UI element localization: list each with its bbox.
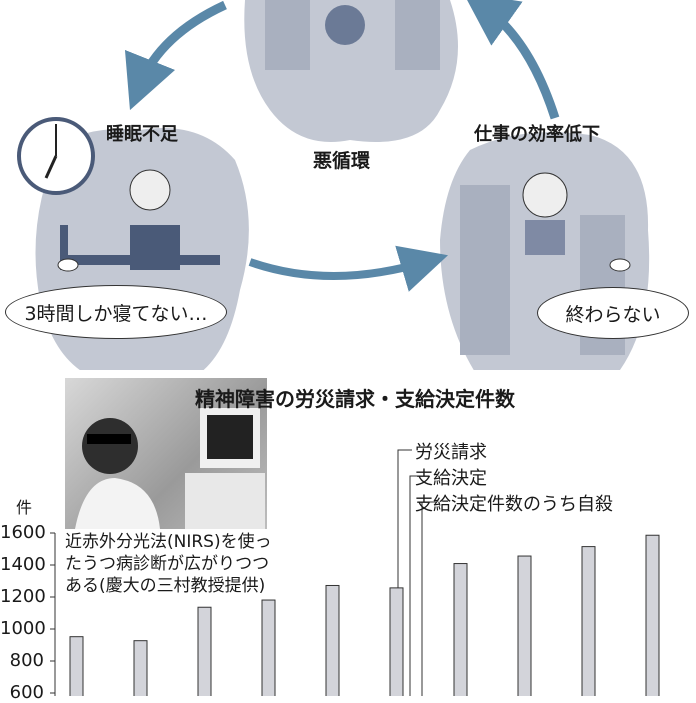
tired-man-on-bed bbox=[60, 169, 220, 270]
bar-claims bbox=[325, 584, 340, 696]
top-figure bbox=[325, 5, 365, 45]
clock-icon bbox=[17, 117, 95, 195]
bar-claims bbox=[69, 636, 84, 696]
bar-claims bbox=[517, 555, 532, 696]
y-tick-label: 1000 bbox=[0, 618, 46, 639]
sleep-deprivation-label: 睡眠不足 bbox=[106, 124, 178, 145]
arrow-top-to-left bbox=[124, 0, 227, 111]
bar-claims bbox=[261, 599, 276, 696]
arrow-left-to-right bbox=[248, 245, 449, 292]
bar-claims bbox=[197, 606, 212, 696]
bar-claims bbox=[453, 563, 468, 696]
vicious-cycle-label: 悪循環 bbox=[313, 150, 371, 172]
legend-claims: 労災請求 bbox=[415, 442, 487, 463]
legend-leader-line bbox=[397, 449, 412, 588]
right-speech-bubble: 終わらない bbox=[537, 287, 689, 339]
y-tick-label: 1400 bbox=[0, 554, 46, 575]
y-tick-label: 1600 bbox=[0, 522, 46, 543]
work-efficiency-label: 仕事の効率低下 bbox=[474, 124, 600, 145]
bar-claims bbox=[133, 640, 148, 696]
left-speech-bubble: 3時間しか寝てない… bbox=[5, 285, 227, 339]
legend-approved: 支給決定 bbox=[415, 468, 487, 489]
legend-suicide: 支給決定件数のうち自殺 bbox=[415, 494, 613, 515]
nirs-photo bbox=[65, 378, 267, 529]
thought-dot bbox=[609, 258, 631, 272]
top-cabinet bbox=[265, 0, 310, 70]
y-axis-unit: 件 bbox=[16, 498, 33, 517]
bar-claims bbox=[645, 534, 660, 696]
bar-claims bbox=[389, 587, 404, 696]
y-tick-label: 1200 bbox=[0, 586, 46, 607]
bar-claims bbox=[581, 546, 596, 696]
legend-leader-line bbox=[421, 501, 436, 696]
chart-title: 精神障害の労災請求・支給決定件数 bbox=[195, 387, 515, 411]
top-cabinet-2 bbox=[395, 0, 440, 70]
arrow-right-to-top bbox=[463, 0, 560, 120]
thought-dot bbox=[57, 258, 79, 272]
y-tick-label: 800 bbox=[9, 650, 44, 671]
photo-caption: 近赤外分光法(NIRS)を使ったうつ病診断が広がりつつある(慶大の三村教授提供) bbox=[65, 531, 275, 597]
legend-leader-line bbox=[409, 475, 424, 696]
